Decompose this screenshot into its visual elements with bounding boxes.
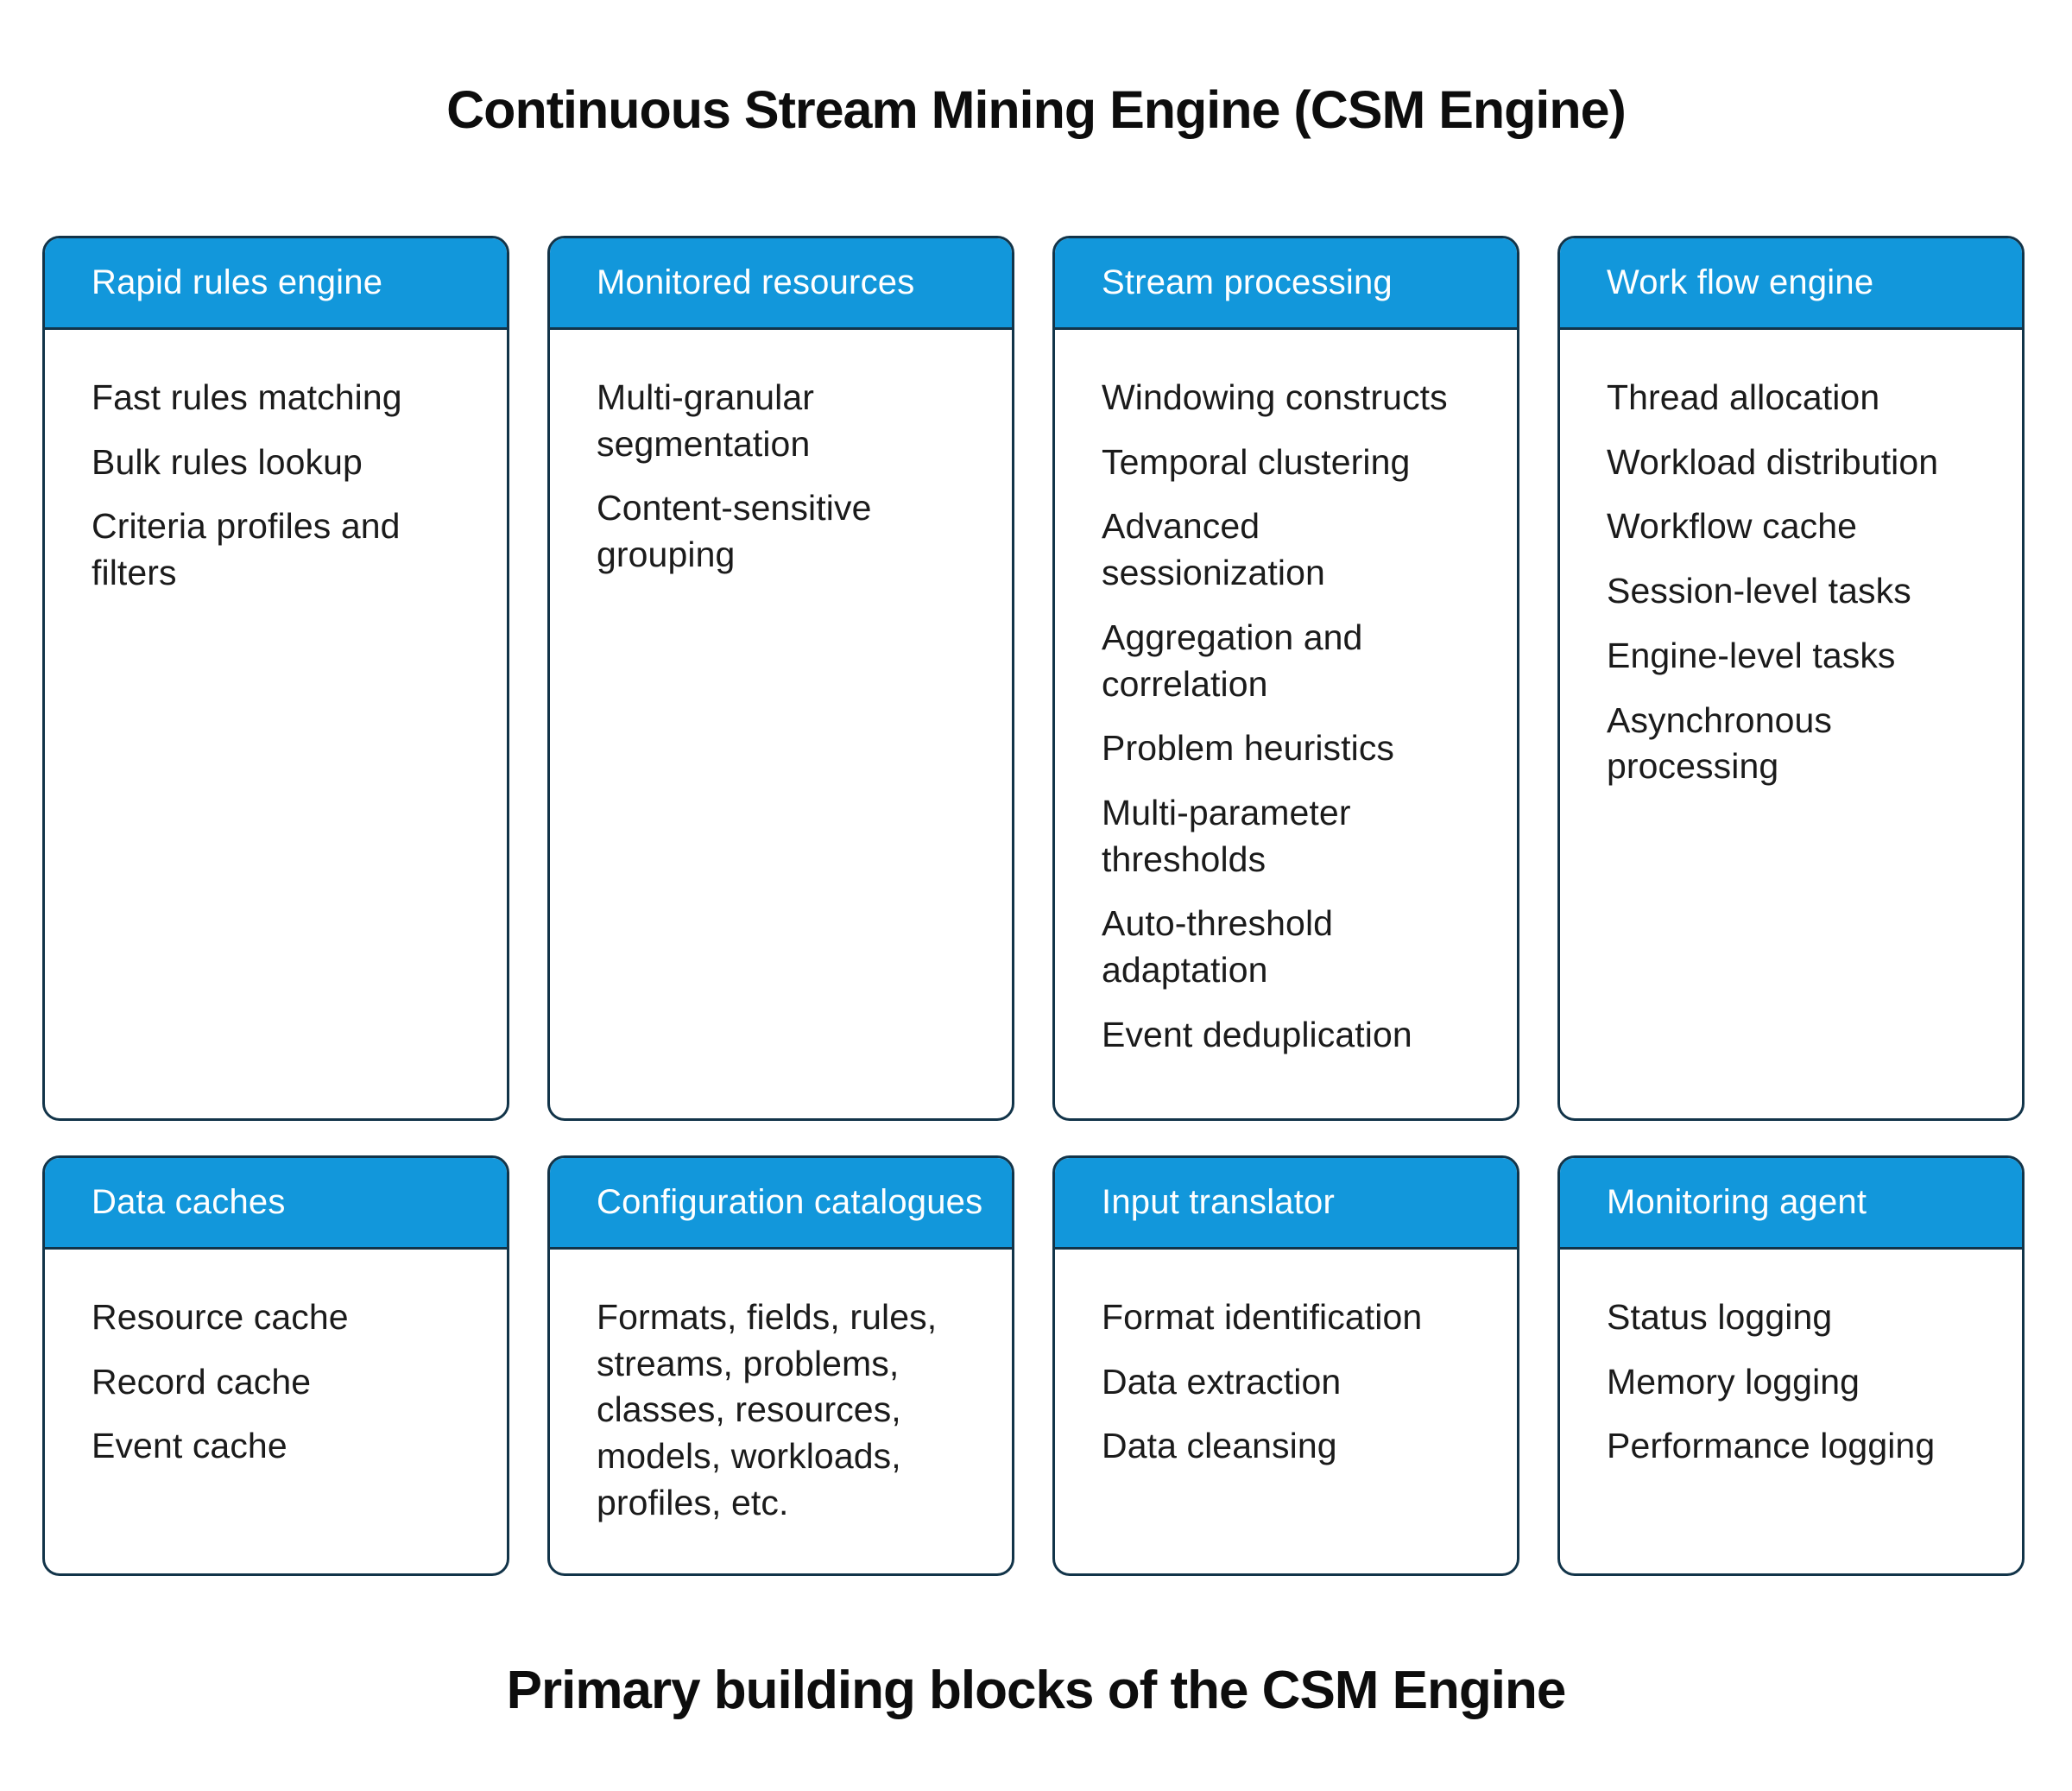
card-item: Thread allocation — [1607, 377, 1880, 417]
card-item: Auto-threshold adaptation — [1102, 903, 1334, 990]
card-item: Session-level tasks — [1607, 571, 1911, 611]
card-title: Input translator — [1102, 1183, 1336, 1221]
card-item: Performance logging — [1607, 1426, 1936, 1466]
card-header: Work flow engine — [1560, 238, 2022, 330]
card-header: Input translator — [1055, 1158, 1517, 1250]
card-title: Data caches — [92, 1183, 286, 1221]
card-item: Memory logging — [1607, 1361, 1860, 1402]
card-item: Multi-parameter thresholds — [1102, 792, 1351, 879]
card-header: Stream processing — [1055, 238, 1517, 330]
card-item: Aggregation and correlation — [1102, 617, 1363, 704]
card-item: Event deduplication — [1102, 1014, 1412, 1054]
card-title: Stream processing — [1102, 263, 1393, 301]
card-item: Asynchronous processing — [1607, 699, 1833, 787]
card-body: Fast rules matching Bulk rules lookup Cr… — [45, 330, 507, 623]
card-title: Monitored resources — [597, 263, 915, 301]
card-item: Bulk rules lookup — [92, 441, 363, 482]
card-header: Data caches — [45, 1158, 507, 1250]
card-rapid-rules-engine: Rapid rules engine Fast rules matching B… — [42, 236, 509, 1121]
card-item: Status logging — [1607, 1297, 1833, 1337]
card-item: Formats, fields, rules, streams, problem… — [597, 1297, 938, 1522]
card-work-flow-engine: Work flow engine Thread allocation Workl… — [1557, 236, 2025, 1121]
card-item: Content-sensitive grouping — [597, 488, 872, 575]
card-header: Monitoring agent — [1560, 1158, 2022, 1250]
card-stream-processing: Stream processing Windowing constructs T… — [1052, 236, 1519, 1121]
card-body: Multi-granular segmentation Content-sens… — [550, 330, 1012, 604]
card-item: Windowing constructs — [1102, 377, 1448, 417]
card-header: Configuration catalogues — [550, 1158, 1012, 1250]
card-item: Multi-granular segmentation — [597, 377, 815, 464]
card-input-translator: Input translator Format identification D… — [1052, 1155, 1519, 1576]
card-header: Monitored resources — [550, 238, 1012, 330]
card-item: Event cache — [92, 1426, 287, 1466]
card-item: Workload distribution — [1607, 441, 1939, 482]
card-title: Work flow engine — [1607, 263, 1874, 301]
card-item: Format identification — [1102, 1297, 1423, 1337]
card-item: Record cache — [92, 1361, 312, 1402]
card-data-caches: Data caches Resource cache Record cache … — [42, 1155, 509, 1576]
card-item: Criteria profiles and filters — [92, 506, 401, 593]
cards-grid: Rapid rules engine Fast rules matching B… — [42, 236, 2025, 1576]
card-title: Configuration catalogues — [597, 1183, 983, 1221]
card-item: Temporal clustering — [1102, 441, 1411, 482]
card-item: Fast rules matching — [92, 377, 402, 417]
card-monitored-resources: Monitored resources Multi-granular segme… — [547, 236, 1014, 1121]
card-item: Engine-level tasks — [1607, 635, 1896, 675]
card-body: Resource cache Record cache Event cache — [45, 1250, 507, 1496]
card-body: Windowing constructs Temporal clustering… — [1055, 330, 1517, 1084]
card-header: Rapid rules engine — [45, 238, 507, 330]
card-body: Thread allocation Workload distribution … — [1560, 330, 2022, 816]
diagram-title: Continuous Stream Mining Engine (CSM Eng… — [446, 80, 1627, 139]
card-title: Rapid rules engine — [92, 263, 383, 301]
card-item: Workflow cache — [1607, 506, 1858, 547]
card-configuration-catalogues: Configuration catalogues Formats, fields… — [547, 1155, 1014, 1576]
card-item: Resource cache — [92, 1297, 349, 1337]
card-body: Formats, fields, rules, streams, problem… — [550, 1250, 1012, 1553]
card-item: Advanced sessionization — [1102, 506, 1325, 593]
card-item: Data cleansing — [1102, 1426, 1337, 1466]
card-monitoring-agent: Monitoring agent Status logging Memory l… — [1557, 1155, 2025, 1576]
card-body: Status logging Memory logging Performanc… — [1560, 1250, 2022, 1496]
card-item: Data extraction — [1102, 1361, 1342, 1402]
card-body: Format identification Data extraction Da… — [1055, 1250, 1517, 1496]
diagram-caption: Primary building blocks of the CSM Engin… — [506, 1661, 1567, 1720]
card-title: Monitoring agent — [1607, 1183, 1867, 1221]
card-item: Problem heuristics — [1102, 728, 1395, 769]
